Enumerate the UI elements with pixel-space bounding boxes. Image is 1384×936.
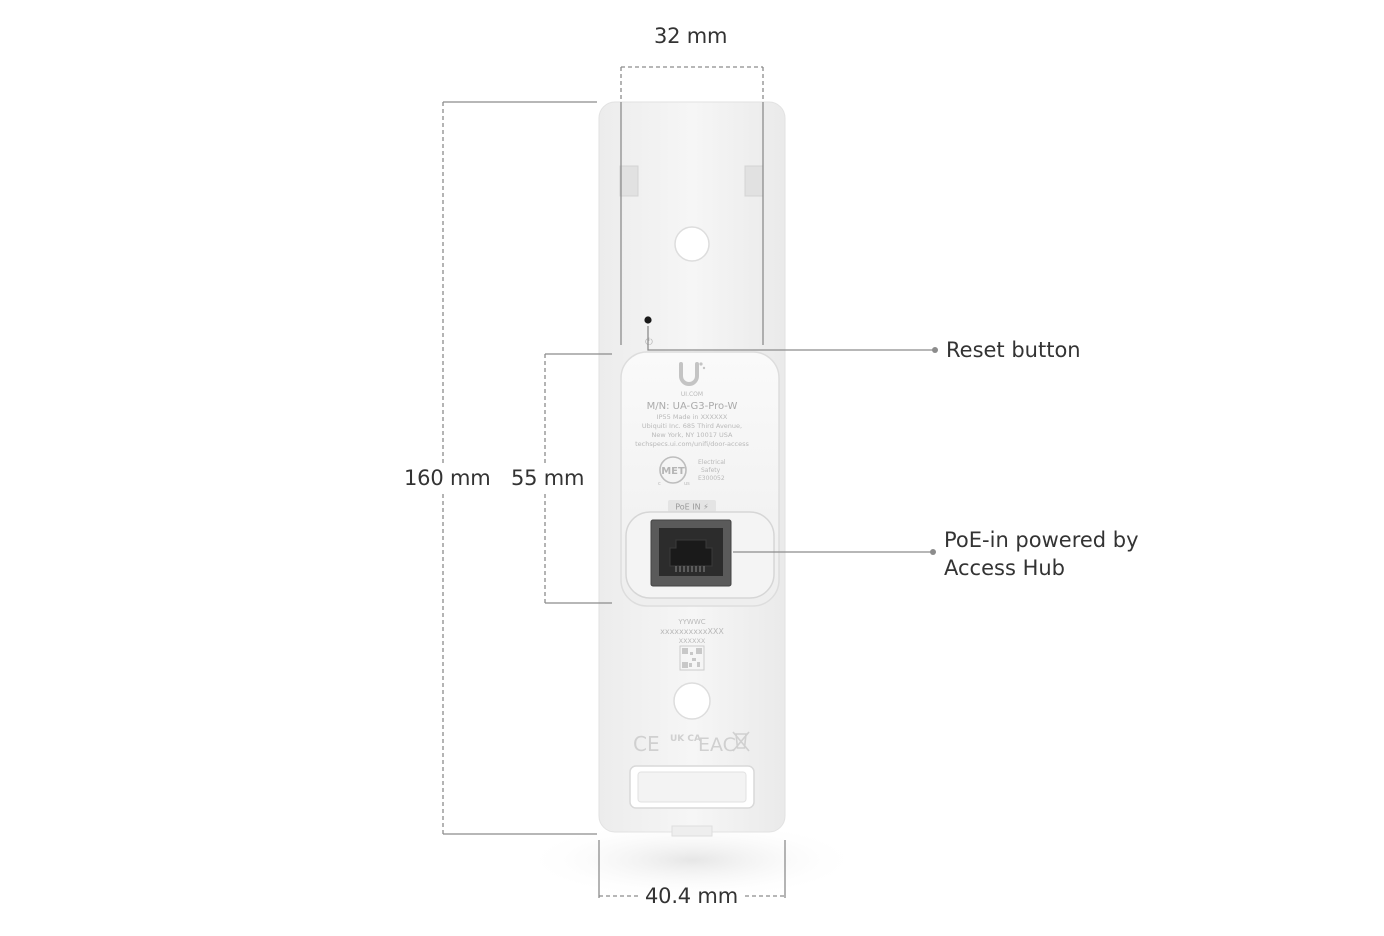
dim-160mm-line — [442, 101, 597, 835]
safety-line2: Safety — [701, 467, 721, 474]
address-line1: Ubiquiti Inc. 685 Third Avenue, — [642, 422, 742, 430]
dim-40mm-line — [598, 840, 786, 898]
screw-hole-lower — [673, 682, 711, 720]
dim-160mm-label: 160 mm — [404, 466, 491, 490]
eac-mark-icon: EAC — [698, 734, 736, 756]
mount-slot-right — [744, 165, 764, 197]
batch-text: XXXXXX — [679, 637, 706, 645]
reset-callout-line — [647, 326, 934, 351]
model-text: M/N: UA-G3-Pro-W — [647, 401, 738, 412]
rating-text: IP55 Made in XXXXXX — [657, 413, 728, 421]
met-us: us — [684, 481, 690, 487]
poe-label-line1: PoE-in powered by — [944, 528, 1139, 552]
met-text: MET — [661, 466, 685, 477]
dim-40mm-label: 40.4 mm — [645, 884, 738, 908]
plate-foot — [671, 825, 713, 837]
poe-tag — [668, 500, 716, 512]
weee-bin-icon — [732, 731, 750, 752]
met-c: c — [658, 481, 661, 487]
mount-slot-left — [619, 165, 639, 197]
poe-label-line2: Access Hub — [944, 556, 1065, 580]
poe-tag-text: PoE IN ⚡ — [675, 503, 709, 512]
ukca-mark-icon: UK CA — [670, 734, 701, 744]
reset-pinhole[interactable] — [644, 316, 652, 324]
brand-text: UI.COM — [681, 391, 703, 398]
poe-label: PoE-in powered by Access Hub — [944, 526, 1139, 582]
reset-button-label: Reset button — [946, 338, 1081, 362]
safety-line1: Electrical — [698, 459, 726, 466]
date-code: YYWWC — [677, 618, 705, 626]
support-url: techspecs.ui.com/unifi/door-access — [635, 440, 749, 448]
met-mark-icon — [659, 456, 687, 484]
qr-code-icon — [679, 645, 705, 671]
address-line2: New York, NY 10017 USA — [652, 431, 734, 439]
reset-icon: ⏻ — [645, 337, 653, 348]
ce-mark-icon: CE — [633, 732, 660, 756]
dim-32mm-label: 32 mm — [654, 24, 728, 48]
reset-callout-dot — [932, 347, 938, 353]
poe-callout-dot — [930, 549, 936, 555]
dim-55mm-label: 55 mm — [511, 466, 585, 490]
mac-text: xxxxxxxxxxXXX — [660, 627, 724, 636]
floor-shadow — [522, 820, 862, 900]
compliance-marks: CE UK CA EAC — [633, 731, 750, 756]
dim-32mm-line — [620, 66, 764, 102]
ui-logo-icon — [679, 362, 699, 386]
dim-55mm-line — [544, 353, 612, 604]
safety-code: E300052 — [698, 475, 725, 482]
screw-hole-upper — [674, 226, 710, 262]
